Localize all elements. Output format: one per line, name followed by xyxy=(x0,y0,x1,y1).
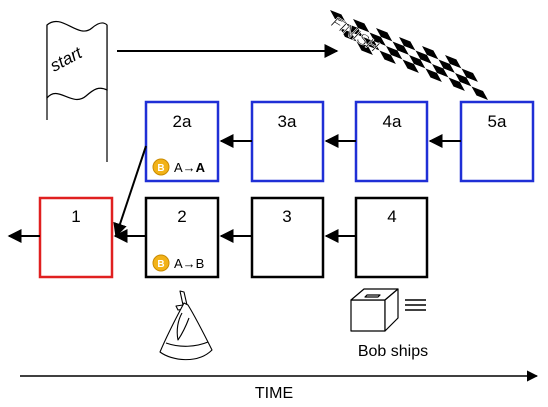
finish-flag-check xyxy=(456,59,473,73)
finish-flag-check xyxy=(369,32,386,46)
finish-flag-check xyxy=(399,37,416,51)
svg-text:B: B xyxy=(157,163,164,174)
motion-lines-icon xyxy=(405,299,426,311)
finish-flag-check xyxy=(466,77,483,91)
start-flag: start xyxy=(46,20,108,162)
finish-flag-check xyxy=(387,32,404,46)
finish-flag-check xyxy=(368,46,385,60)
finish-flag-check xyxy=(345,37,362,51)
block-3-label: 3 xyxy=(282,207,291,226)
finish-flag-check xyxy=(433,50,450,64)
block-2-tx: A→B xyxy=(174,256,204,271)
package-box-icon xyxy=(350,288,399,332)
finish-flag-check xyxy=(461,68,478,82)
block-2a: 2a B A→A xyxy=(144,100,220,183)
finish-flag-check xyxy=(443,68,460,82)
finish-flag-check xyxy=(437,73,454,87)
block-2: 2 B A→B xyxy=(144,196,220,279)
bob-ships-text: Bob ships xyxy=(358,343,428,360)
bitcoin-icon: B xyxy=(152,254,170,272)
finish-flag-check xyxy=(415,50,432,64)
finish-flag-check xyxy=(410,41,427,55)
finish-flag-check xyxy=(471,86,488,100)
block-4: 4 xyxy=(354,196,429,279)
finish-flag-check xyxy=(376,28,393,42)
finish-flag-check xyxy=(450,64,467,78)
finish-flag-check xyxy=(438,59,455,73)
finish-flag-check xyxy=(402,59,419,73)
finish-flag-check xyxy=(374,41,391,55)
svg-text:B: B xyxy=(157,259,164,270)
finish-flag-check xyxy=(445,55,462,69)
finish-flag-check xyxy=(392,41,409,55)
finish-flag-check xyxy=(335,19,352,33)
finish-flag-check xyxy=(340,28,357,42)
arrow-2a-to-1 xyxy=(113,145,147,238)
block-1-label: 1 xyxy=(71,207,80,226)
block-3a: 3a xyxy=(250,100,325,183)
finish-flag-check xyxy=(356,41,373,55)
block-5a: 5a xyxy=(459,100,535,183)
finish-flag-check xyxy=(404,46,421,60)
finish-flag-check xyxy=(448,77,465,91)
finish-flag-check xyxy=(391,55,408,69)
finish-flag-check xyxy=(353,19,370,33)
block-2a-tx: A→A xyxy=(174,160,206,175)
block-3a-label: 3a xyxy=(278,112,297,131)
time-axis-label: TIME xyxy=(255,385,293,402)
finish-flag-check xyxy=(427,55,444,69)
finish-flag-check xyxy=(422,46,439,60)
finish-flag-check xyxy=(432,64,449,78)
finish-flag-check xyxy=(330,10,347,24)
block-1: 1 xyxy=(38,196,114,279)
finish-flag-check xyxy=(425,68,442,82)
block-5a-label: 5a xyxy=(488,112,507,131)
finish-flag-check xyxy=(455,73,472,87)
block-2-label: 2 xyxy=(177,207,186,226)
wizard-icon xyxy=(159,290,213,361)
finish-flag-check xyxy=(358,28,375,42)
finish-flag-check xyxy=(381,37,398,51)
block-3: 3 xyxy=(250,196,325,279)
bitcoin-icon: B xyxy=(152,158,170,176)
finish-flag-check xyxy=(363,37,380,51)
finish-flag-check xyxy=(351,32,368,46)
finish-flag-check xyxy=(346,23,363,37)
finish-flag-check xyxy=(379,50,396,64)
finish-flag-check xyxy=(386,46,403,60)
finish-flag-check xyxy=(420,59,437,73)
finish-flag-check xyxy=(409,55,426,69)
block-4a: 4a xyxy=(354,100,429,183)
finish-flag-check xyxy=(341,14,358,28)
finish-flag-check xyxy=(460,82,477,96)
finish-flag-check xyxy=(364,23,381,37)
finish-flag-check xyxy=(414,64,431,78)
finish-flag-check xyxy=(397,50,414,64)
block-2a-label: 2a xyxy=(173,112,192,131)
finish-flag: FINISH xyxy=(328,10,488,100)
block-4-label: 4 xyxy=(387,207,396,226)
block-4a-label: 4a xyxy=(383,112,402,131)
